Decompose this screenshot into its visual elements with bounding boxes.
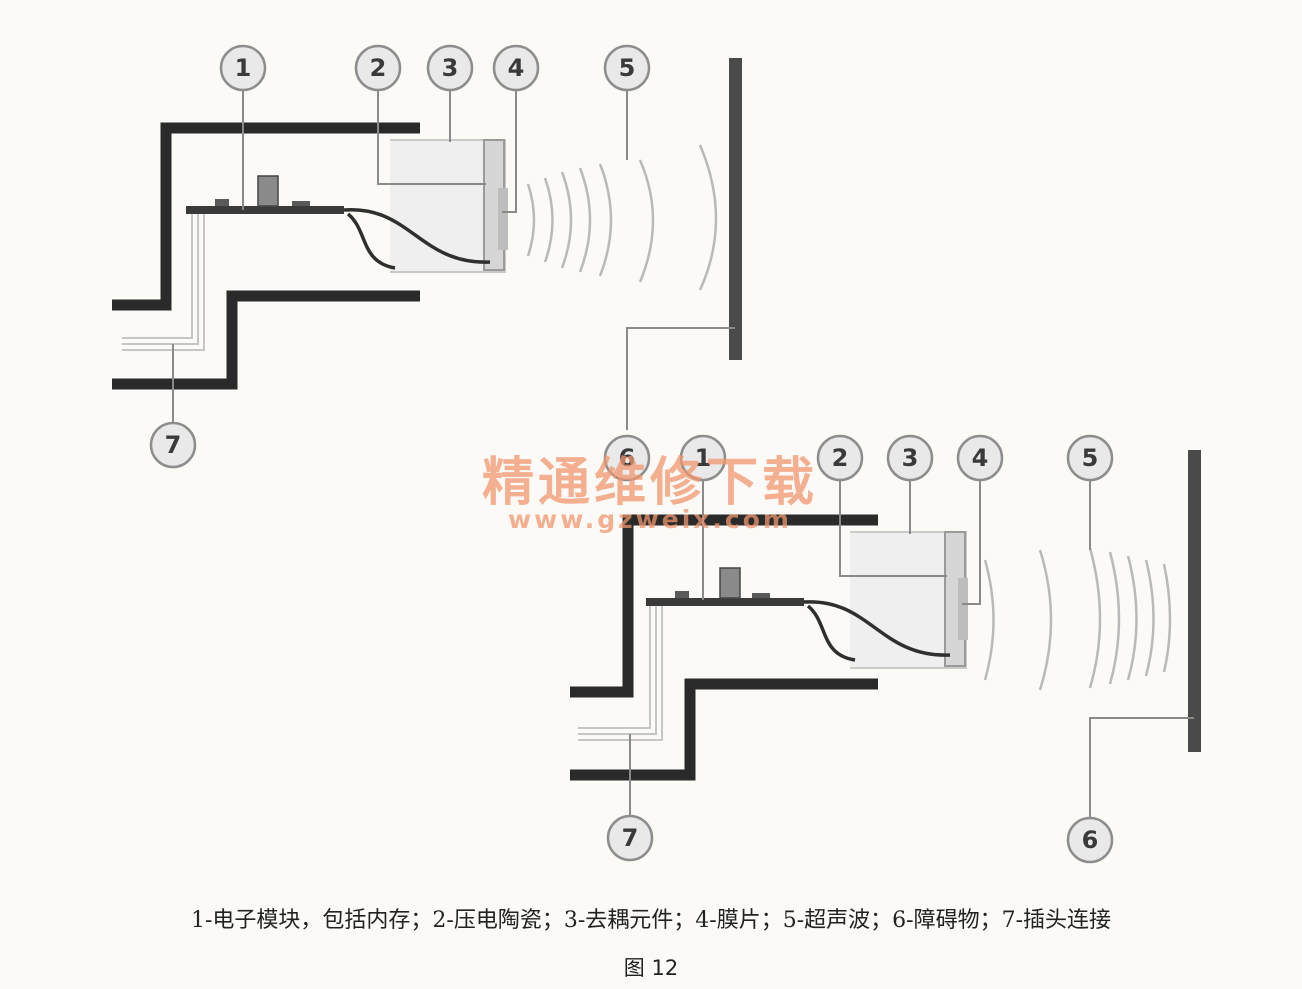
bottom-callout-2: 2 [816, 434, 864, 482]
top-electronic-module [186, 206, 344, 214]
top-ultrasonic-waves [526, 144, 718, 291]
callout-number: 3 [902, 444, 919, 472]
top-membrane [498, 188, 508, 250]
top-obstacle [729, 58, 742, 360]
bottom-callout-4: 4 [956, 434, 1004, 482]
callout-number: 1 [235, 54, 252, 82]
bottom-callout-1: 1 [679, 434, 727, 482]
callout-number: 2 [370, 54, 387, 82]
bottom-wire [803, 600, 951, 657]
watermark-url: www.gzweix.com [508, 505, 792, 534]
top-sensor-assembly [112, 58, 742, 430]
figure-label: 图 12 [623, 956, 679, 980]
top-callouts: 1 2 3 4 5 6 7 [149, 44, 651, 482]
bottom-obstacle [1188, 450, 1201, 752]
callout-number: 5 [1082, 444, 1099, 472]
bottom-sensor-assembly [570, 450, 1201, 820]
top-callout-1: 1 [219, 44, 267, 92]
top-callout-3: 3 [426, 44, 474, 92]
watermark-title: 精通维修下载 [481, 453, 818, 513]
bottom-membrane [958, 578, 968, 640]
bottom-callout-6: 6 [1066, 816, 1114, 864]
callout-number: 7 [622, 824, 639, 852]
bottom-callout-7: 7 [606, 814, 654, 862]
figure-caption: 1-电子模块，包括内存；2-压电陶瓷；3-去耦元件；4-膜片；5-超声波；6-障… [190, 908, 1112, 933]
bottom-electronic-module [646, 598, 804, 606]
callout-number: 3 [442, 54, 459, 82]
bottom-plug-connection [578, 606, 663, 741]
top-callout-4: 4 [492, 44, 540, 92]
top-callout-2: 2 [354, 44, 402, 92]
top-housing-upper [112, 122, 420, 311]
callout-number: 7 [165, 431, 182, 459]
top-callout-6: 6 [603, 434, 651, 482]
callout-number: 2 [832, 444, 849, 472]
callout-number: 1 [695, 444, 712, 472]
callout-number: 5 [619, 54, 636, 82]
callout-number: 6 [1082, 826, 1099, 854]
top-plug-connection [122, 214, 205, 351]
top-callout-5: 5 [603, 44, 651, 92]
top-wire [343, 208, 491, 264]
bottom-ultrasonic-waves [983, 547, 1172, 691]
bottom-component [719, 567, 741, 599]
bottom-housing-upper [570, 514, 878, 698]
callout-number: 4 [972, 444, 989, 472]
top-callout-7: 7 [149, 421, 197, 469]
bottom-callout-3: 3 [886, 434, 934, 482]
callout-number: 4 [508, 54, 525, 82]
callout-number: 6 [619, 444, 636, 472]
top-component [257, 175, 279, 207]
bottom-housing-lower [570, 678, 878, 781]
bottom-callout-5: 5 [1066, 434, 1114, 482]
ultrasonic-sensor-diagram: 1 2 3 4 5 6 7 1 2 3 4 5 6 7 [112, 44, 1201, 864]
bottom-callouts: 1 2 3 4 5 6 7 [606, 434, 1114, 864]
